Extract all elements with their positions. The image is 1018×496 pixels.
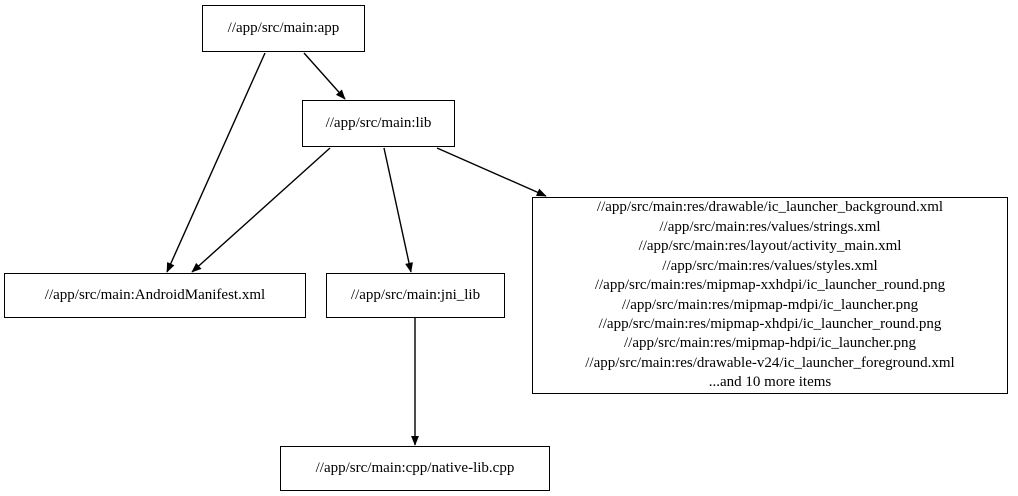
node-lib-label: //app/src/main:lib [325,115,432,131]
edge-app-to-manifest [166,52,266,273]
edge-app-to-lib [303,52,346,100]
node-resources-group[interactable]: //app/src/main:res/drawable/ic_launcher_… [532,197,1008,394]
edge-lib-to-resources [436,147,547,197]
node-resources-group-label: //app/src/main:res/drawable/ic_launcher_… [585,199,955,391]
node-native-lib-cpp[interactable]: //app/src/main:cpp/native-lib.cpp [280,446,550,491]
node-lib[interactable]: //app/src/main:lib [302,100,455,147]
edge-lib-to-manifest [191,147,331,273]
node-app-label: //app/src/main:app [227,20,340,36]
node-app[interactable]: //app/src/main:app [202,5,365,52]
edge-lib-to-jni-lib [383,147,413,273]
node-jni-lib-label: //app/src/main:jni_lib [350,287,481,303]
node-native-lib-cpp-label: //app/src/main:cpp/native-lib.cpp [315,460,515,476]
node-android-manifest-label: //app/src/main:AndroidManifest.xml [44,287,266,303]
node-android-manifest[interactable]: //app/src/main:AndroidManifest.xml [4,273,306,318]
node-jni-lib[interactable]: //app/src/main:jni_lib [326,273,505,318]
